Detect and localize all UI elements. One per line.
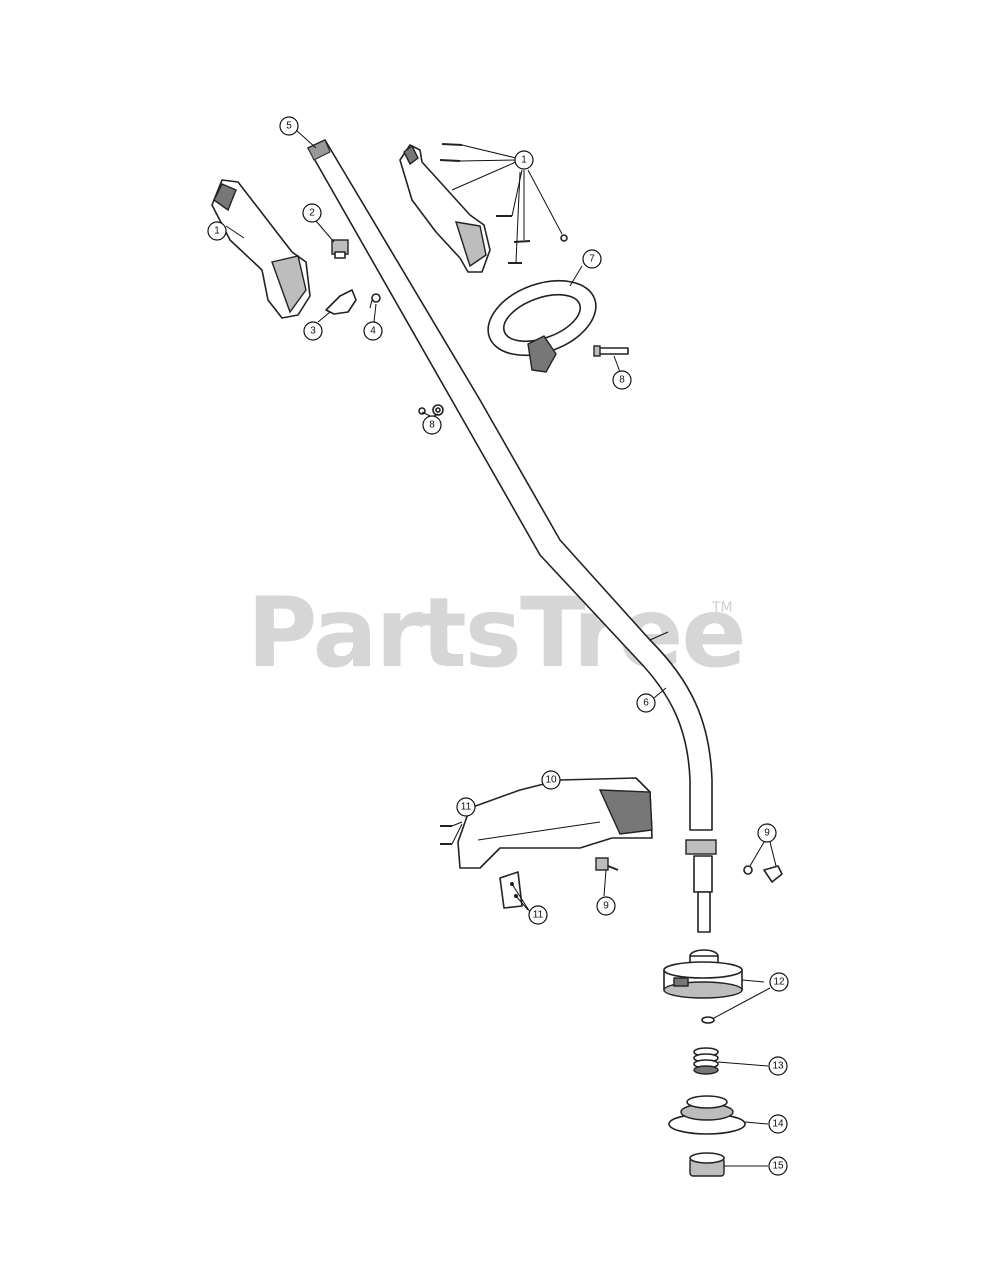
svg-text:1: 1 bbox=[214, 226, 220, 237]
svg-text:12: 12 bbox=[773, 977, 785, 988]
bolt-part bbox=[593, 345, 629, 357]
callout-9-left: 9 bbox=[596, 896, 616, 916]
clamp-hardware bbox=[743, 865, 783, 883]
spring-part-13 bbox=[693, 1047, 719, 1075]
callout-1-left: 1 bbox=[207, 221, 227, 241]
svg-text:11: 11 bbox=[461, 802, 472, 813]
callout-15: 15 bbox=[768, 1156, 788, 1176]
blade-part bbox=[499, 871, 523, 909]
svg-text:2: 2 bbox=[309, 208, 315, 219]
callout-8-bolt: 8 bbox=[612, 370, 632, 390]
callout-11-top: 11 bbox=[456, 797, 476, 817]
leader-lines bbox=[225, 129, 777, 1167]
callout-10: 10 bbox=[541, 770, 561, 790]
nut-washer-part bbox=[418, 404, 444, 416]
callout-12: 12 bbox=[769, 972, 789, 992]
callout-4: 4 bbox=[363, 321, 383, 341]
svg-text:1: 1 bbox=[521, 155, 527, 166]
svg-text:11: 11 bbox=[533, 910, 544, 921]
svg-text:5: 5 bbox=[286, 121, 292, 132]
callout-1-right: 1 bbox=[514, 150, 534, 170]
shaft-clamp bbox=[685, 839, 717, 855]
svg-text:13: 13 bbox=[772, 1061, 784, 1072]
guard-part bbox=[457, 777, 653, 869]
assist-handle-part bbox=[487, 279, 597, 373]
trigger-part bbox=[325, 289, 357, 315]
washer-part bbox=[701, 1016, 715, 1024]
svg-text:9: 9 bbox=[764, 828, 770, 839]
svg-text:10: 10 bbox=[545, 775, 557, 786]
svg-text:6: 6 bbox=[643, 698, 649, 709]
guard-screws bbox=[440, 825, 452, 845]
svg-text:9: 9 bbox=[603, 901, 609, 912]
callout-13: 13 bbox=[768, 1056, 788, 1076]
callout-14: 14 bbox=[768, 1114, 788, 1134]
spool-part bbox=[668, 1095, 746, 1135]
svg-text:15: 15 bbox=[772, 1161, 784, 1172]
callout-5: 5 bbox=[279, 116, 299, 136]
svg-text:4: 4 bbox=[370, 326, 376, 337]
spring-part bbox=[369, 293, 381, 309]
callout-9-right: 9 bbox=[757, 823, 777, 843]
switch-part bbox=[331, 239, 349, 259]
svg-text:8: 8 bbox=[429, 420, 435, 431]
svg-text:3: 3 bbox=[310, 326, 316, 337]
handle-housing-right bbox=[399, 144, 491, 273]
shaft-part bbox=[307, 139, 717, 933]
callout-8-nut: 8 bbox=[422, 415, 442, 435]
knob-part bbox=[689, 1152, 725, 1177]
callout-6: 6 bbox=[636, 693, 656, 713]
callout-2: 2 bbox=[302, 203, 322, 223]
watermark-trademark: TM bbox=[712, 600, 733, 616]
callout-11-bottom: 11 bbox=[528, 905, 548, 925]
handle-housing-left bbox=[211, 179, 311, 319]
svg-text:14: 14 bbox=[772, 1119, 784, 1130]
svg-text:7: 7 bbox=[589, 254, 595, 265]
clip-part bbox=[595, 857, 619, 871]
spool-housing-part bbox=[663, 949, 743, 999]
svg-text:8: 8 bbox=[619, 375, 625, 386]
callout-3: 3 bbox=[303, 321, 323, 341]
callout-7: 7 bbox=[582, 249, 602, 269]
